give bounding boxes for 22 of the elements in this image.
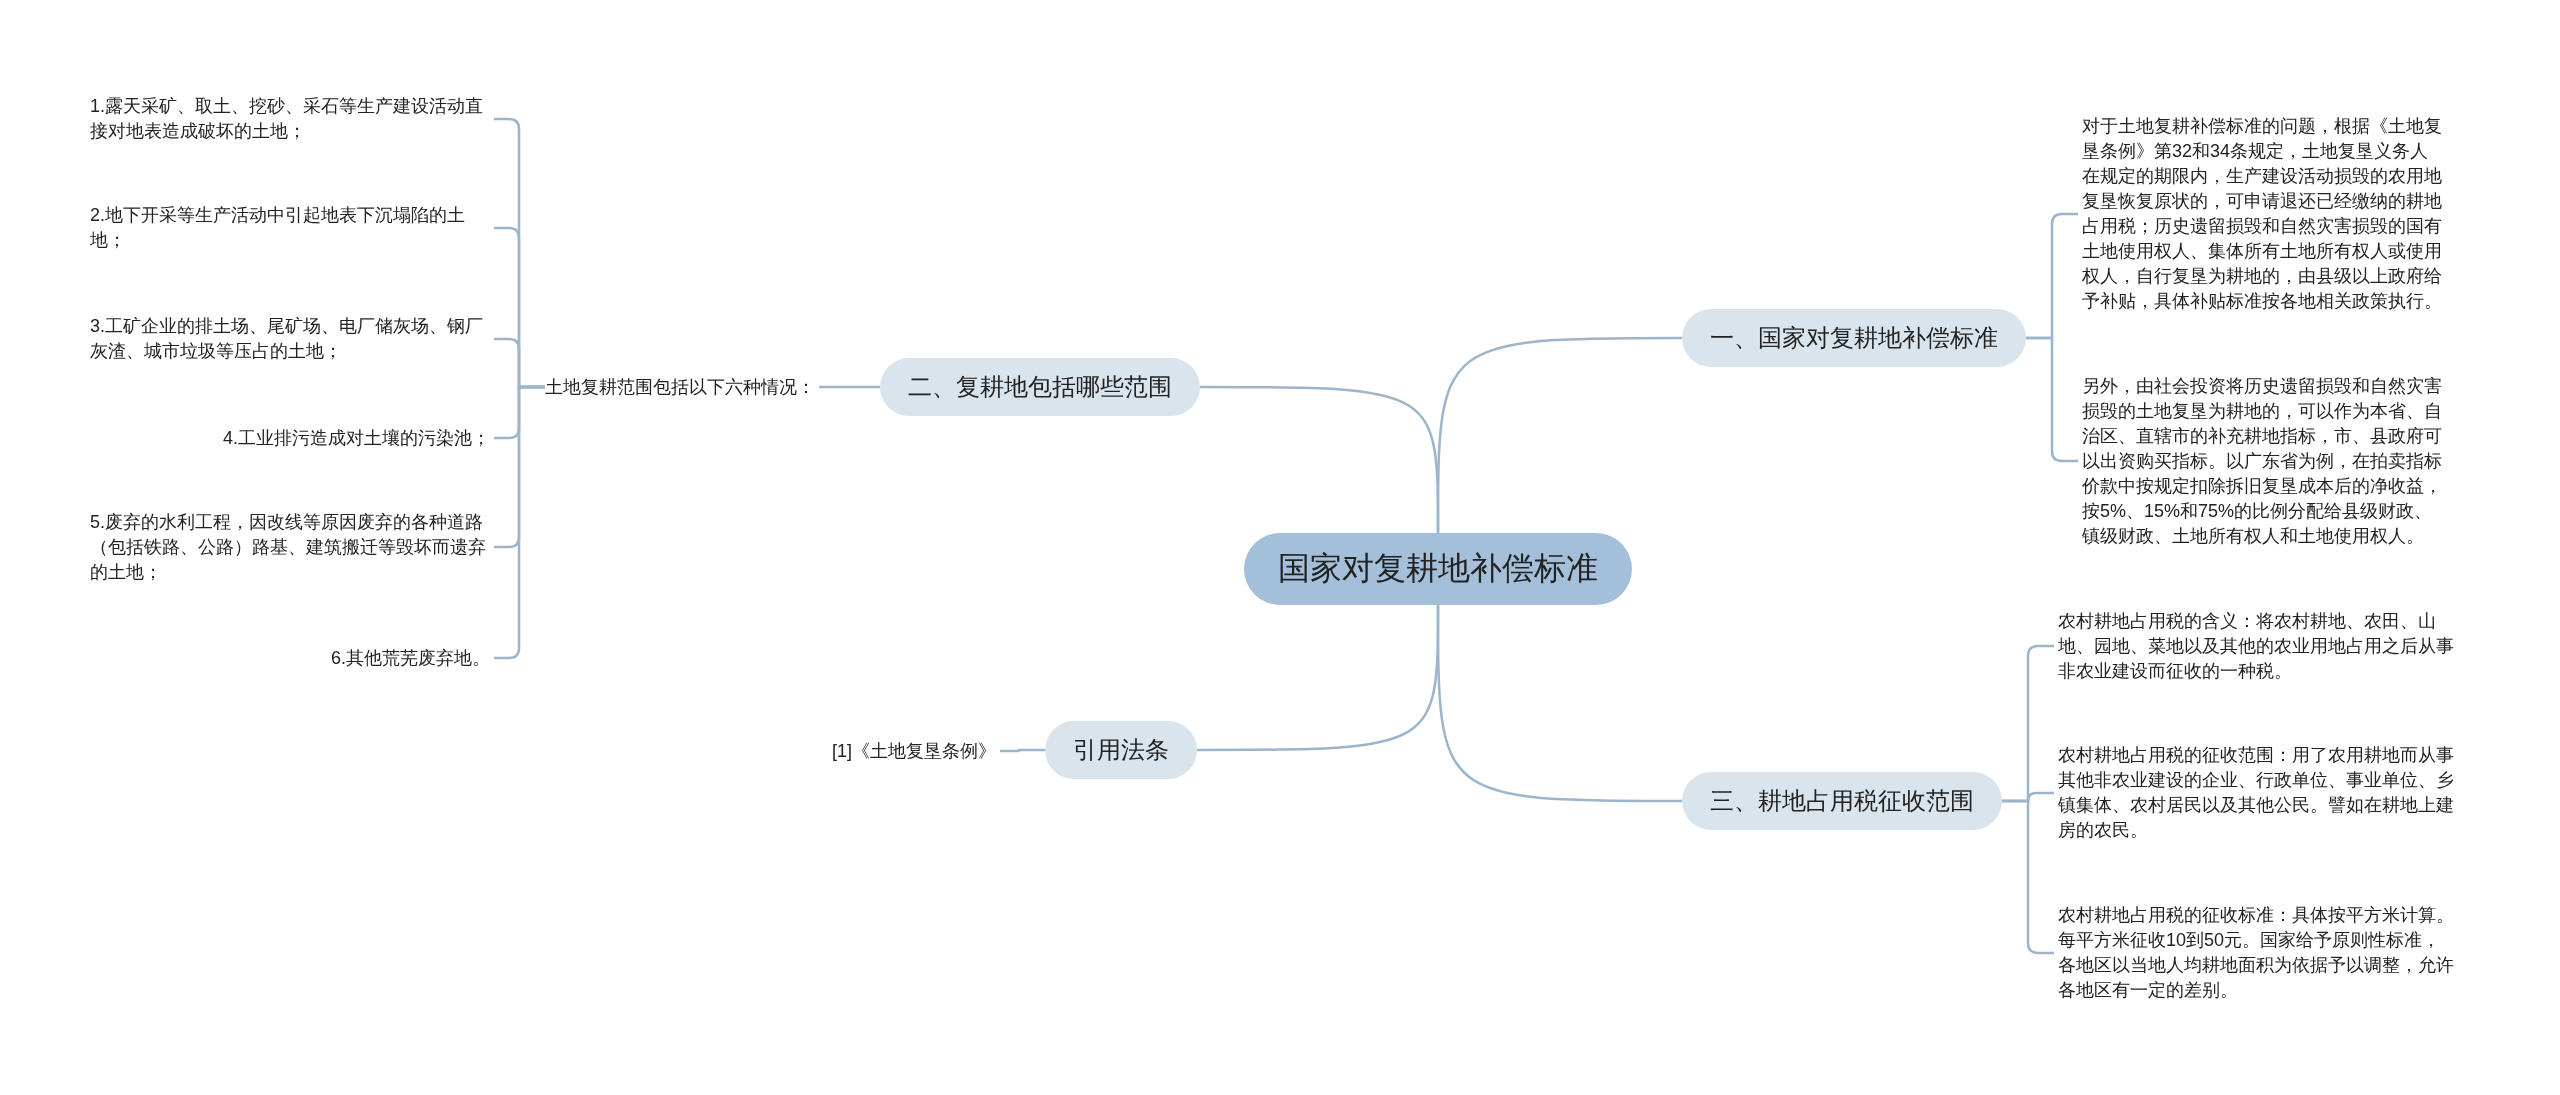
connector-line (1200, 385, 1440, 533)
note-text: 土地复耕范围包括以下六种情况： (545, 374, 815, 400)
note-text: 3.工矿企业的排土场、尾矿场、电厂储灰场、钢厂灰渣、城市垃圾等压占的土地； (90, 314, 490, 364)
topic-pill: 三、耕地占用税征收范围 (1682, 772, 2002, 830)
connector-line (1000, 748, 1045, 753)
note-text: [1]《土地复垦条例》 (832, 738, 996, 764)
note-text: 农村耕地占用税的征收范围：用了农用耕地而从事其他非农业建设的企业、行政单位、事业单位、乡镇集体、农村居民以及其他公民。譬如在耕地上建房的农民。 (2058, 743, 2458, 843)
note-text: 对于土地复耕补偿标准的问题，根据《土地复垦条例》第32和34条规定，土地复垦义务人在规定的期限内，生产建设活动损毁的农用地复垦恢复原状的，可申请退还已经缴纳的耕地占用税；历史遗留损毁和自然灾害损毁的国有土地使用权人、集体所有土地所有权人或使用权人，自行复垦为耕地的，由县级以上政府给予补贴，具体补贴标准按各地相关政策执行。 (2082, 114, 2444, 314)
central-topic: 国家对复耕地补偿标准 (1244, 533, 1632, 605)
note-text: 6.其他荒芜废弃地。 (331, 645, 490, 671)
note-text: 农村耕地占用税的含义：将农村耕地、农田、山地、园地、菜地以及其他的农业用地占用之后从事非农业建设而征收的一种税。 (2058, 608, 2458, 684)
note-text: 2.地下开采等生产活动中引起地表下沉塌陷的土地； (90, 203, 490, 253)
topic-pill: 一、国家对复耕地补偿标准 (1682, 309, 2026, 367)
topic-pill: 二、复耕地包括哪些范围 (880, 358, 1200, 416)
note-text: 农村耕地占用税的征收标准：具体按平方米计算。每平方米征收10到50元。国家给予原则性标准，各地区以当地人均耕地面积为依据予以调整，允许各地区有一定的差别。 (2058, 903, 2458, 1003)
topic-pill: 引用法条 (1045, 721, 1197, 779)
note-text: 5.废弃的水利工程，因改线等原因废弃的各种道路（包括铁路、公路）路基、建筑搬迁等毁坏而遗弃的土地； (90, 509, 490, 585)
note-text: 4.工业排污造成对土壤的污染池； (223, 425, 490, 451)
note-text: 1.露天采矿、取土、挖砂、采石等生产建设活动直接对地表造成破坏的土地； (90, 94, 490, 144)
connector-line (819, 385, 880, 389)
note-text: 另外，由社会投资将历史遗留损毁和自然灾害损毁的土地复垦为耕地的，可以作为本省、自治区、直辖市的补充耕地指标，市、县政府可以出资购买指标。以广东省为例，在拍卖指标价款中按规定扣除拆旧复垦成本后的净收益，按5%、15%和75%的比例分配给县级财政、镇级财政、土地所有权人和土地使用权人。 (2082, 373, 2444, 549)
connector-line (1197, 605, 1440, 752)
